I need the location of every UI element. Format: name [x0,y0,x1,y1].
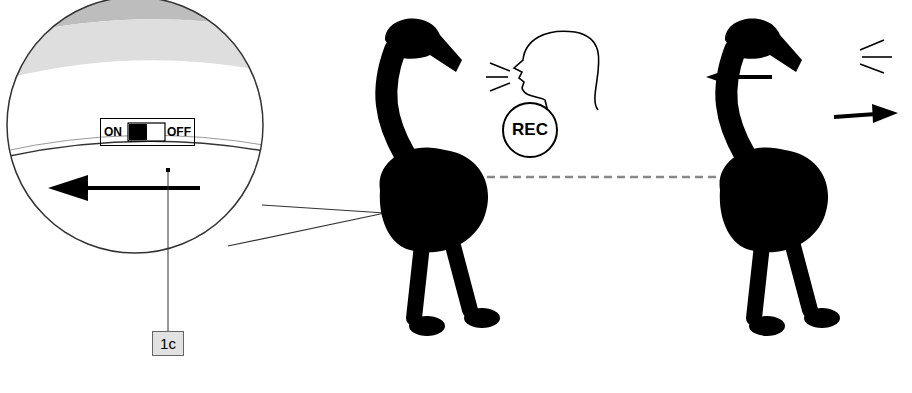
switch-label: OFF [167,125,191,139]
direction-arrow [48,175,200,201]
sound-lines [486,63,510,91]
motion-arrow [706,68,772,86]
callout-dot [166,168,170,172]
person-head [514,31,599,112]
callout-number: 1c [152,331,184,356]
callout-number-text: 1c [160,335,176,352]
flamingo-toy [380,19,500,336]
switch-panel: ON OFF [100,118,195,146]
dashed-link [487,176,722,179]
switch-label: ON [104,125,122,139]
lens-pointer [228,205,385,246]
motion-arrow [834,104,898,123]
flamingo-toy [720,19,840,336]
record-circle: REC [502,102,558,158]
shade-band [0,19,270,80]
magnifier-lens [0,0,270,253]
sound-lines [860,40,892,73]
switch-slider [128,123,165,141]
record-circle-text: REC [512,120,548,140]
leader-line [168,172,169,331]
